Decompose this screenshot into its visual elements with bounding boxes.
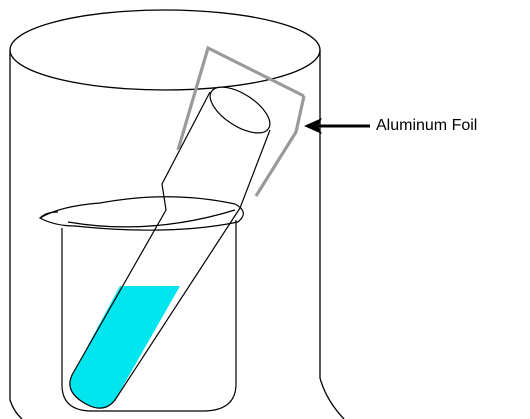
outer-jar	[9, 9, 345, 419]
solution	[69, 286, 180, 409]
aluminum-foil-left	[176, 45, 305, 151]
aluminum-foil	[176, 45, 306, 197]
outer-jar-right-wall	[319, 50, 345, 419]
outer-jar-left-wall	[9, 50, 23, 419]
beaker-rim-inner	[67, 209, 236, 228]
aluminum-foil-label: Aluminum Foil	[376, 117, 478, 134]
test-tube-mouth	[209, 86, 271, 134]
test-tube-left-wall	[69, 91, 241, 409]
test-tube-right-wall	[239, 129, 271, 209]
beaker-rim-outer	[38, 196, 244, 231]
aluminum-foil-right	[254, 95, 306, 197]
beaker	[38, 196, 244, 412]
beaker-spout	[39, 211, 59, 219]
pointer-arrow	[304, 118, 370, 134]
arrow-head	[304, 118, 322, 134]
test-tube	[69, 86, 271, 409]
outer-jar-rim	[9, 9, 321, 91]
beaker-left-wall	[61, 220, 237, 412]
